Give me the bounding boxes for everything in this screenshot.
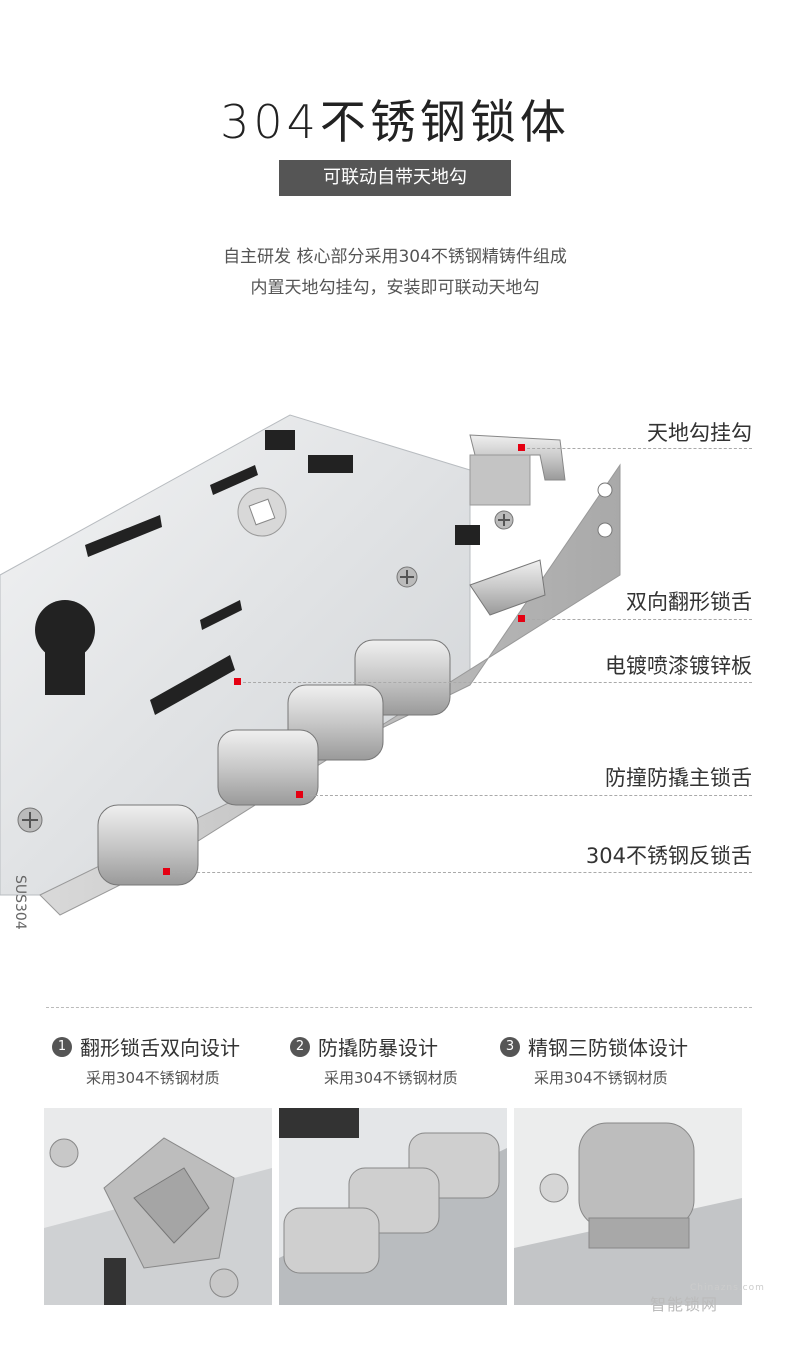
description-line-2: 内置天地勾挂勾，安装即可联动天地勾 [250,278,540,298]
callout-line [522,619,752,620]
lock-body-image: SUS304 [0,395,790,955]
callout-line [238,682,752,683]
callout-marker [163,868,170,875]
page-title: 304不锈钢锁体 [220,95,570,149]
callout-label: 天地勾挂勾 [647,421,752,445]
callout-marker [518,615,525,622]
bolts-closeup-image [279,1108,507,1305]
feature-number: 3 [500,1036,520,1057]
callout-marker [234,678,241,685]
watermark-text: 智能锁网 [650,1295,719,1314]
callout-line [522,448,752,449]
feature-title: 精钢三防锁体设计 [528,1036,688,1060]
feature-subtitle: 采用304不锈钢材质 [534,1069,668,1087]
feature-number: 2 [290,1036,310,1057]
callout-marker [296,791,303,798]
feature-number: 1 [52,1036,72,1057]
callout-label: 双向翻形锁舌 [626,590,752,614]
sus304-engraving: SUS304 [12,875,28,930]
feature-3: 3 精钢三防锁体设计 采用304不锈钢材质 [500,1032,688,1088]
description-line-1: 自主研发 核心部分采用304不锈钢精铸件组成 [223,247,567,267]
feature-2: 2 防撬防暴设计 采用304不锈钢材质 [290,1032,458,1088]
watermark-logo: Chinazns.com 智能锁网 [650,1283,765,1315]
feature-title: 翻形锁舌双向设计 [80,1036,240,1060]
callout-label: 304不锈钢反锁舌 [585,844,752,868]
deadbolt-closeup-image [514,1108,742,1305]
section-divider [46,1007,752,1008]
callout-line [300,795,752,796]
subtitle-badge: 可联动自带天地勾 [279,160,511,196]
latch-closeup-image [44,1108,272,1305]
feature-title: 防撬防暴设计 [318,1036,438,1060]
callout-marker [518,444,525,451]
feature-subtitle: 采用304不锈钢材质 [324,1069,458,1087]
callout-label: 电镀喷漆镀锌板 [605,654,752,678]
callout-line [167,872,752,873]
feature-subtitle: 采用304不锈钢材质 [86,1069,220,1087]
watermark-url: Chinazns.com [690,1283,765,1293]
feature-1: 1 翻形锁舌双向设计 采用304不锈钢材质 [52,1032,240,1088]
callout-label: 防撞防撬主锁舌 [605,766,752,790]
